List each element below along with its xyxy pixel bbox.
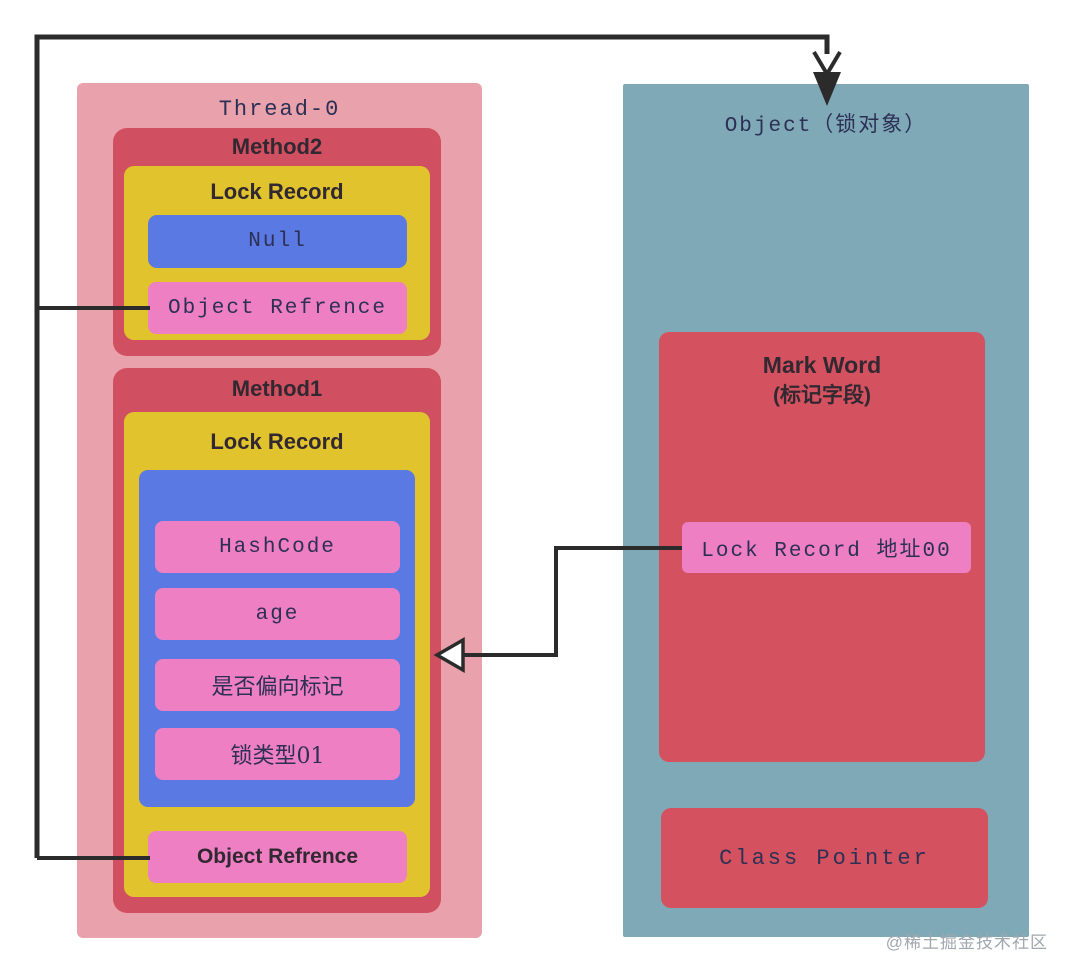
method2-lock-record-slot: Null — [148, 215, 407, 268]
lock-object-box: Object（锁对象） Mark Word (标记字段) Lock Record… — [623, 84, 1029, 937]
thread-box: Thread-0 Method2 Lock Record Null Object… — [77, 83, 482, 938]
watermark: @稀土掘金技术社区 — [885, 933, 1048, 952]
mark-word-copy-row-hashcode: HashCode — [155, 521, 400, 573]
mark-word-box: Mark Word (标记字段) Lock Record 地址00 — [659, 332, 985, 762]
mark-word-copy-row-lock-type: 锁类型01 — [155, 728, 400, 780]
method2-lock-record-title: Lock Record — [210, 179, 344, 204]
mark-word-copy-row-bias-flag: 是否偏向标记 — [155, 659, 400, 711]
method1-title: Method1 — [231, 376, 323, 401]
method1-lock-record-title: Lock Record — [210, 429, 344, 454]
method1-lock-record-box: Lock Record HashCode age 是否偏向标记 锁类型01 Ob… — [124, 412, 430, 897]
mark-word-copy-row-age: age — [155, 588, 400, 640]
mark-word-title-line1: Mark Word — [762, 352, 882, 378]
method1-box: Method1 Lock Record HashCode age 是否偏向标记 … — [113, 368, 441, 913]
method1-object-reference: Object Refrence — [148, 831, 407, 883]
mark-word-title-line2: (标记字段) — [773, 384, 871, 407]
class-pointer-box: Class Pointer — [661, 808, 988, 908]
method2-lock-record-box: Lock Record Null Object Refrence — [124, 166, 430, 340]
mark-word-lock-record-pointer: Lock Record 地址00 — [682, 522, 971, 573]
method1-mark-word-copy-box: HashCode age 是否偏向标记 锁类型01 — [139, 470, 415, 807]
lock-object-title: Object（锁对象） — [724, 115, 928, 138]
thread-title: Thread-0 — [218, 97, 341, 122]
method2-title: Method2 — [231, 134, 323, 159]
method2-object-reference: Object Refrence — [148, 282, 407, 334]
method2-box: Method2 Lock Record Null Object Refrence — [113, 128, 441, 356]
